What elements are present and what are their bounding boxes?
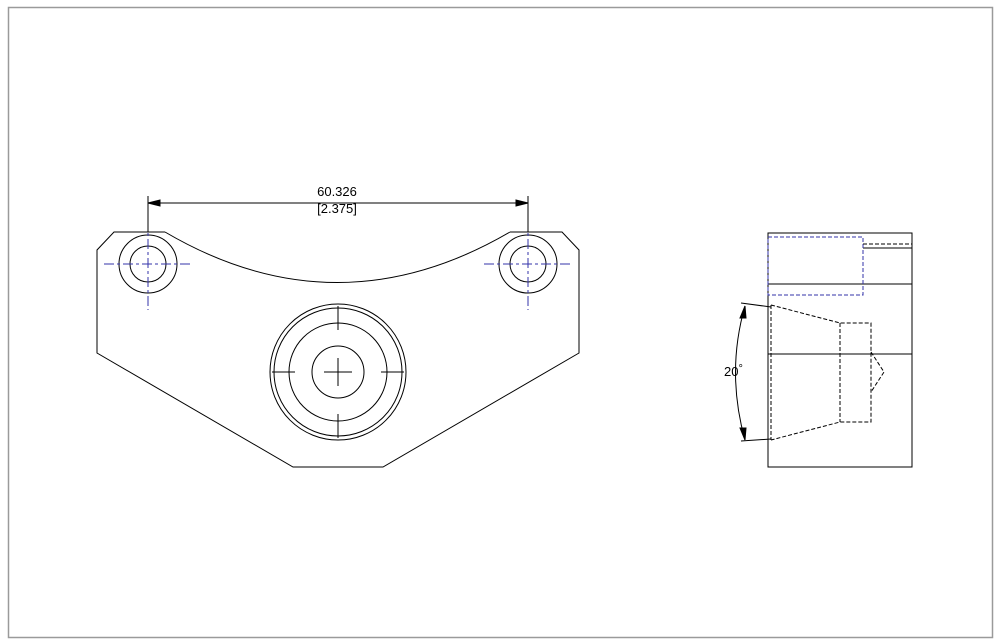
angle-unit: ° xyxy=(738,363,742,375)
side-hidden-lines xyxy=(767,236,912,441)
boss-outer xyxy=(269,303,407,441)
side-body xyxy=(767,232,913,468)
dimension-metric-text: 60.326 xyxy=(317,184,357,199)
angle-arrow-bottom xyxy=(739,427,747,441)
hidden-hole-top xyxy=(767,236,864,296)
angle-arrow-top xyxy=(739,305,747,319)
dimension-arrow-left xyxy=(147,199,161,207)
sheet-border xyxy=(7,6,994,639)
angle-extension-top xyxy=(740,302,772,308)
hidden-counterbore xyxy=(770,304,872,441)
angle-text: 20° xyxy=(724,363,743,379)
boss-bore xyxy=(311,345,365,399)
angle-dimension xyxy=(735,302,772,442)
center-marks xyxy=(104,220,572,438)
top-arc xyxy=(164,231,511,283)
angle-extension-bottom xyxy=(740,438,772,442)
horizontal-dimension xyxy=(147,196,529,232)
part-outline xyxy=(96,231,580,468)
hidden-drill-point xyxy=(870,351,885,393)
angle-arc xyxy=(735,305,746,441)
dimension-arrow-right xyxy=(515,199,529,207)
angle-value: 20 xyxy=(724,364,738,379)
dimension-imperial-text: [2.375] xyxy=(317,201,357,216)
